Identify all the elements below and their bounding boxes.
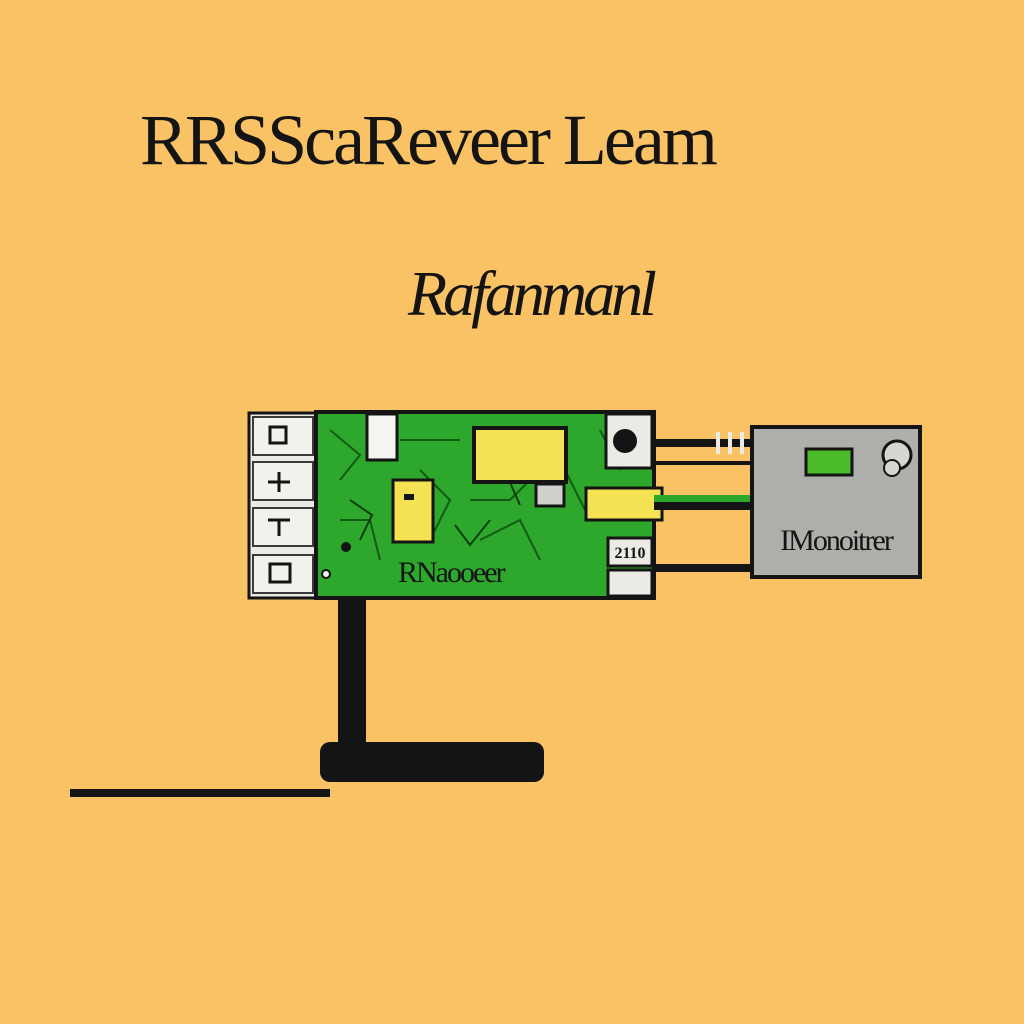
secondary-chip [391, 478, 435, 544]
connection-lines [654, 432, 750, 572]
main-chip [472, 426, 568, 484]
monitor-label: IMonoitrer [780, 524, 894, 557]
page-subtitle: Rafanmanl [408, 258, 657, 329]
mount-post [338, 590, 366, 770]
port-3-icon [268, 518, 290, 536]
port-2-icon [268, 472, 290, 492]
monitor-led [804, 447, 854, 477]
port-1-icon [268, 425, 288, 445]
page-title: RRSScaReveer Leam [140, 100, 718, 180]
mount-foot [320, 742, 544, 782]
port-4-icon [268, 562, 292, 584]
port-2[interactable] [252, 461, 314, 501]
port-3[interactable] [252, 507, 314, 547]
circuit-board: 2110 RNaooeer [314, 410, 664, 600]
port-column [247, 411, 321, 600]
small-component [534, 482, 566, 508]
port-4[interactable] [252, 554, 314, 594]
board-connector [365, 412, 399, 462]
chip-label: 2110 [614, 545, 645, 562]
mount-hole [341, 542, 351, 552]
board-label: RNaooeer [398, 556, 506, 589]
port-1[interactable] [252, 416, 314, 456]
output-block [584, 486, 664, 522]
monitor-unit: IMonoitrer [750, 425, 922, 579]
chip-label-box [606, 536, 654, 568]
sensor-icon [613, 429, 637, 453]
